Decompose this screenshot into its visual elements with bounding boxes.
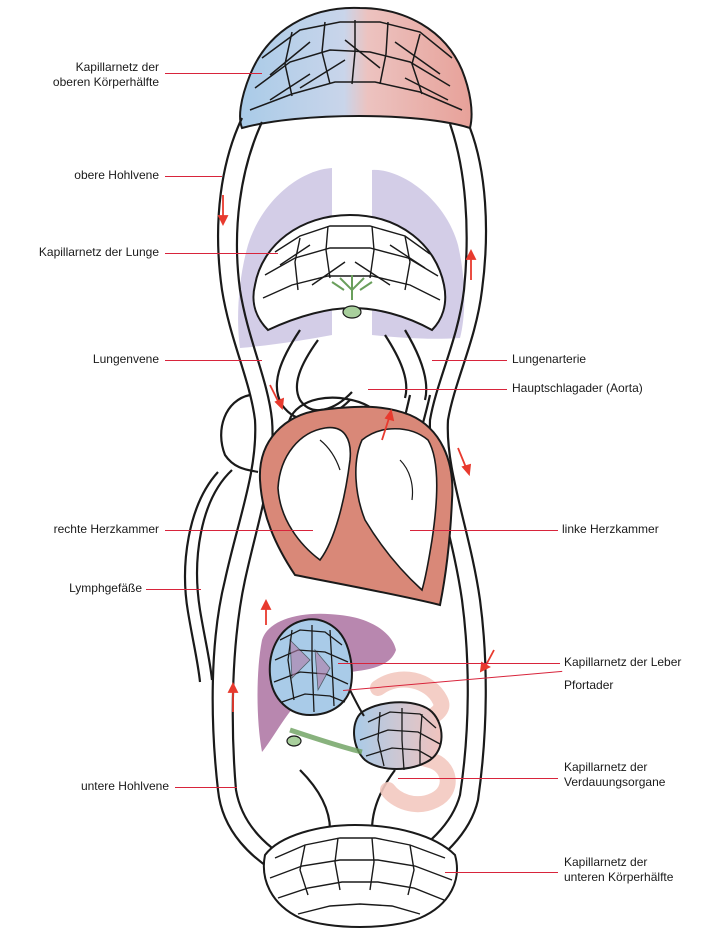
label-lower-vena-cava: untere Hohlvene — [81, 779, 169, 794]
label-capillary-lower-line2: unteren Körperhälfte — [564, 870, 673, 885]
leader-left-ventricle — [410, 530, 558, 531]
leader-capillary-liver — [338, 663, 560, 664]
arrow-lower-vein-up — [229, 684, 237, 712]
label-lymph-vessels: Lymphgefäße — [69, 581, 142, 596]
label-aorta: Hauptschlagader (Aorta) — [512, 381, 643, 396]
leader-capillary-lung — [165, 253, 278, 254]
heart — [260, 407, 452, 605]
leader-capillary-upper — [165, 73, 262, 74]
leader-right-ventricle — [165, 530, 313, 531]
label-capillary-digestive-line1: Kapillarnetz der — [564, 760, 665, 775]
leader-lymph — [146, 589, 201, 590]
lower-capillary-network — [264, 825, 457, 927]
label-pulmonary-vein: Lungenvene — [93, 352, 159, 367]
label-left-ventricle: linke Herzkammer — [562, 522, 659, 537]
label-capillary-upper-line2: oberen Körperhälfte — [53, 75, 159, 90]
label-capillary-liver: Kapillarnetz der Leber — [564, 655, 681, 670]
label-capillary-digestive-line2: Verdauungsorgane — [564, 775, 665, 790]
arrow-digestive — [481, 650, 494, 671]
label-capillary-lung: Kapillarnetz der Lunge — [39, 245, 159, 260]
label-portal-vein: Pfortader — [564, 678, 613, 693]
label-capillary-digestive: Kapillarnetz der Verdauungsorgane — [564, 760, 665, 790]
leader-aorta — [368, 389, 507, 390]
upper-capillary-network — [240, 8, 472, 128]
label-capillary-upper: Kapillarnetz der oberen Körperhälfte — [53, 60, 159, 90]
arrow-liver-up — [262, 601, 270, 625]
label-upper-vena-cava: obere Hohlvene — [74, 168, 159, 183]
liver-capillary-network — [270, 619, 352, 715]
label-capillary-lower-line1: Kapillarnetz der — [564, 855, 673, 870]
label-right-ventricle: rechte Herzkammer — [54, 522, 159, 537]
leader-capillary-lower — [445, 872, 558, 873]
arrow-left-artery-up — [467, 251, 475, 280]
leader-pulmonary-artery — [432, 360, 507, 361]
leader-lower-vena-cava — [175, 787, 237, 788]
leader-upper-vena-cava — [165, 176, 222, 177]
label-capillary-upper-line1: Kapillarnetz der — [53, 60, 159, 75]
leader-capillary-digestive — [398, 778, 558, 779]
leader-pulmonary-vein — [165, 360, 262, 361]
label-pulmonary-artery: Lungenarterie — [512, 352, 586, 367]
arrow-aorta-down — [458, 448, 470, 474]
label-capillary-lower: Kapillarnetz der unteren Körperhälfte — [564, 855, 673, 885]
